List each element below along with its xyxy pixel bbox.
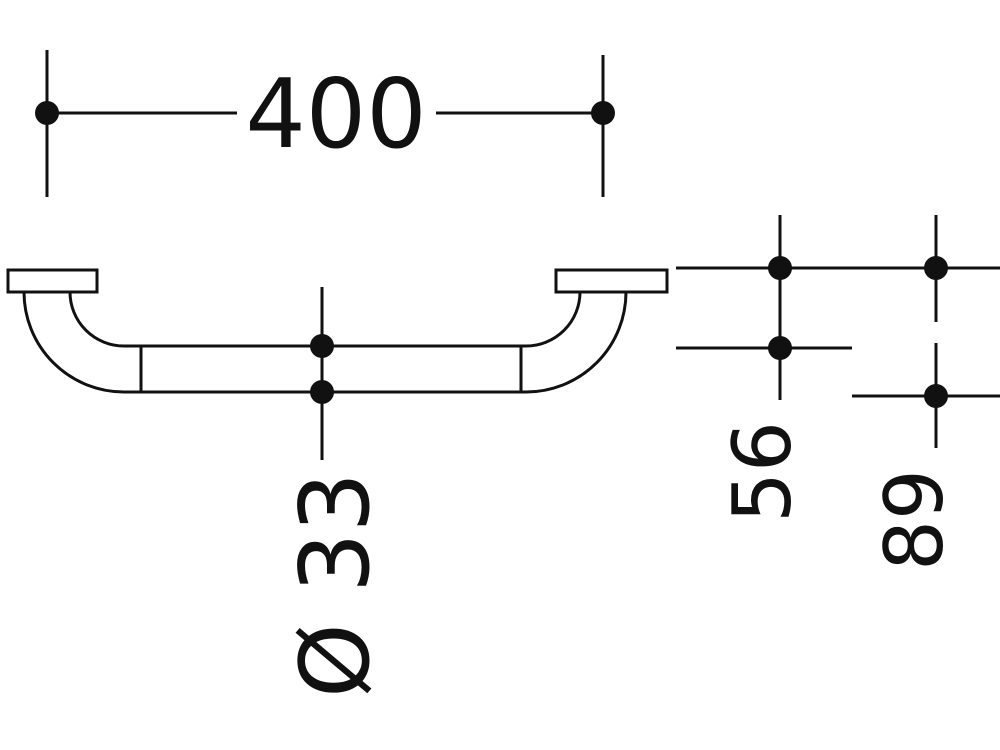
right-outer-bend	[525, 291, 628, 394]
dimension-dot	[310, 334, 334, 358]
left-inner-bend	[68, 291, 125, 348]
dimension-dot	[35, 101, 59, 125]
dimension-dot	[768, 256, 792, 280]
dimension-dot	[924, 384, 948, 408]
left-outer-bend	[22, 291, 125, 394]
diameter-dimension: Ø 33	[281, 287, 391, 698]
diameter-dimension-label: Ø 33	[281, 472, 391, 698]
left-flange	[6, 268, 99, 294]
grab-bar	[6, 268, 669, 394]
offset-dimensions: 56 89	[676, 215, 1000, 571]
offset-a-dimension-label: 56	[716, 421, 809, 523]
length-dimension: 400	[35, 50, 615, 197]
dimension-dot	[591, 101, 615, 125]
dimension-dot	[924, 256, 948, 280]
offset-b-dimension-label: 89	[868, 469, 961, 571]
dimension-dot	[310, 380, 334, 404]
right-inner-bend	[525, 291, 582, 348]
dimension-dot	[768, 336, 792, 360]
right-flange	[554, 268, 669, 294]
length-dimension-label: 400	[245, 60, 426, 170]
